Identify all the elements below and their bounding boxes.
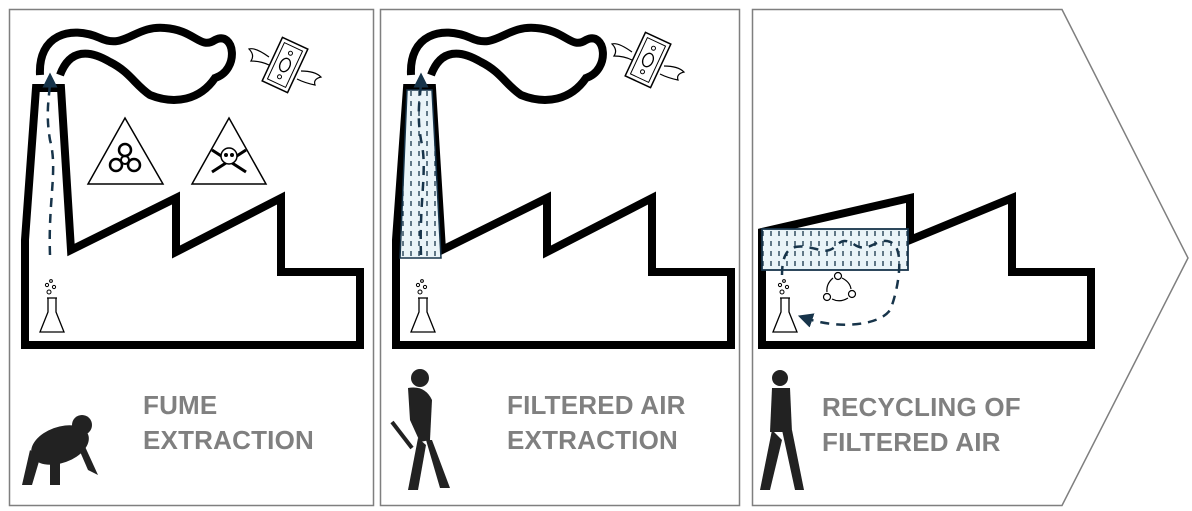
smoke-cloud-icon [406,23,607,104]
panel-2-title-line-1: FILTERED AIR [507,390,686,420]
smoke-cloud-icon [35,23,236,104]
factory-icon [392,23,735,349]
panel-3-title: RECYCLING OF FILTERED AIR [822,390,1021,460]
panel-3-title-line-1: RECYCLING OF [822,392,1021,422]
factory-icon [758,192,1095,349]
panel-2-title: FILTERED AIR EXTRACTION [507,388,686,458]
filter-icon [399,89,442,259]
ape-silhouette [22,415,98,485]
panel-2-title-line-2: EXTRACTION [507,425,678,455]
panel-3-title-line-2: FILTERED AIR [822,427,1001,457]
fume-flow-arrow [42,72,58,256]
factory-icon [21,23,364,349]
biohazard-icon [86,116,165,185]
early-human-silhouette [390,369,450,490]
panel-1-title-line-1: FUME [143,390,218,420]
filtered-flow-arrow [413,72,429,256]
panel-1-title-line-2: EXTRACTION [143,425,314,455]
recycle-cycle-icon [822,271,857,302]
panel-frame-3-arrow [751,8,1189,507]
poison-skull-icon [190,116,268,185]
panel-1-title: FUME EXTRACTION [143,388,314,458]
recycling-flow-arrow [780,239,901,328]
filter-icon [761,228,909,271]
panel-frame-1 [8,8,375,507]
modern-human-silhouette [760,370,804,490]
